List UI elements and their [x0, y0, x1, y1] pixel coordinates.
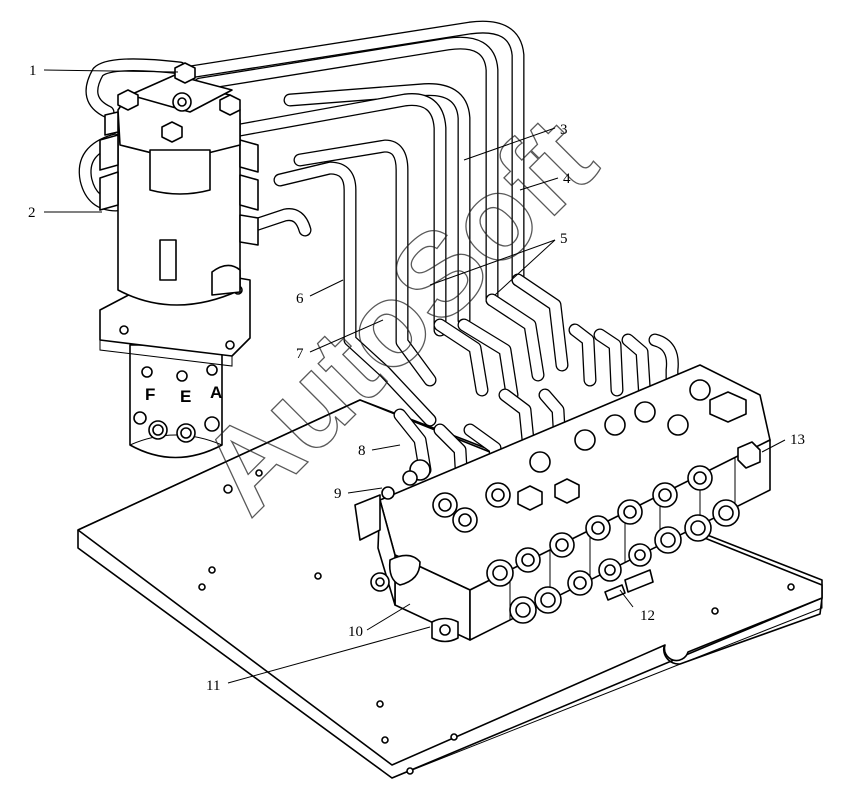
front-fittings [486, 465, 740, 624]
callout-5: 5 [560, 231, 568, 247]
callout-1: 1 [29, 63, 37, 79]
callout-12: 12 [640, 608, 655, 624]
filter-assembly: F E A [99, 62, 259, 459]
callout-11: 11 [206, 678, 220, 694]
callout-4: 4 [563, 171, 571, 187]
head-bolts [117, 62, 241, 143]
leader-lines [43, 69, 786, 684]
callout-3: 3 [560, 122, 568, 138]
plate-holes [198, 469, 795, 775]
pipes [78, 20, 679, 497]
filter-holes [133, 364, 220, 443]
callout-7: 7 [296, 346, 304, 362]
top-fittings [381, 379, 761, 533]
callout-6: 6 [296, 291, 304, 307]
callout-9: 9 [334, 486, 342, 502]
callout-2: 2 [28, 205, 36, 221]
valve-block [354, 364, 771, 643]
callout-13: 13 [790, 432, 805, 448]
filter-letter-a: A [210, 383, 222, 402]
callout-8: 8 [358, 443, 366, 459]
filter-letter-e: E [180, 387, 191, 406]
filter-letter-f: F [145, 385, 155, 404]
callout-labels: 1 2 3 4 5 6 7 8 9 10 11 12 13 [28, 63, 805, 694]
callout-10: 10 [348, 624, 363, 640]
